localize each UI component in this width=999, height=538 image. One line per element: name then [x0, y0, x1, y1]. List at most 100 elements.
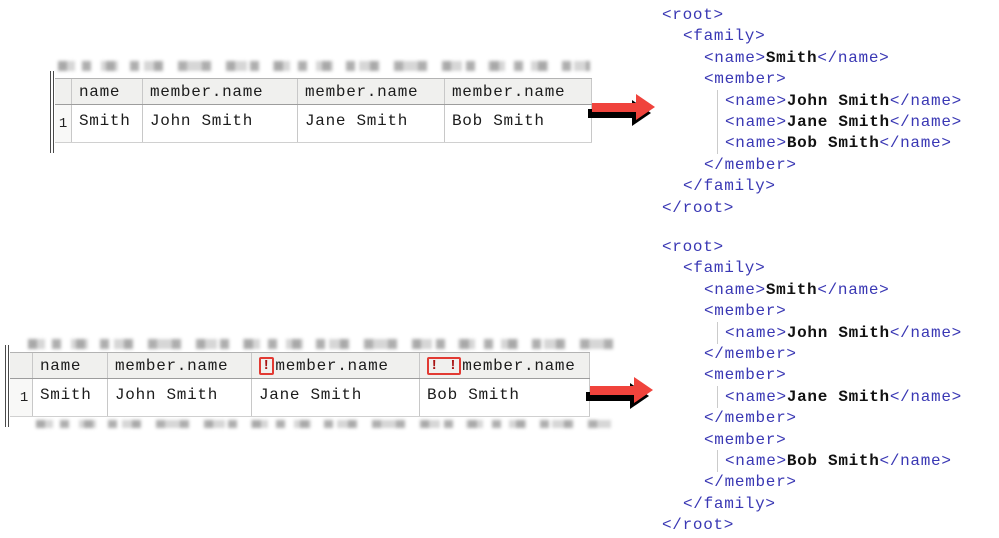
indent-guide-line: [717, 132, 718, 155]
xml-tag: </family>: [683, 177, 776, 196]
arrow-head: [634, 377, 653, 403]
xml-text-value: Bob Smith: [786, 451, 880, 470]
xml-line: </member>: [662, 408, 962, 429]
table-cell[interactable]: John Smith: [143, 105, 298, 142]
table-cell[interactable]: Bob Smith: [445, 105, 592, 142]
xml-tag: </member>: [704, 409, 797, 428]
xml-text-value: John Smith: [786, 91, 890, 110]
column-header-label: member.name: [305, 82, 419, 101]
xml-tag: <family>: [683, 27, 766, 46]
xml-tag: <root>: [662, 238, 724, 256]
column-header[interactable]: member.name: [108, 353, 252, 378]
redacted-band: [36, 420, 611, 428]
table-cell[interactable]: Smith: [33, 379, 108, 416]
xml-tag: </name>: [889, 323, 962, 342]
indent-guide-line: [717, 321, 718, 344]
arrow-head: [636, 94, 655, 120]
xml-line: </member>: [662, 344, 962, 365]
xml-tag: </member>: [704, 344, 797, 363]
table-cell[interactable]: Jane Smith: [252, 379, 420, 416]
xml-line: </family>: [662, 176, 962, 197]
row-gutter-edge-line: [8, 345, 9, 427]
column-header-label: name: [40, 356, 82, 375]
column-header-label: name: [79, 82, 121, 101]
xml-line: <family>: [662, 258, 962, 279]
column-header[interactable]: name: [72, 79, 143, 104]
row-number: 1: [55, 105, 72, 142]
row-gutter-edge-line: [50, 71, 51, 153]
xml-tag: <name>: [725, 91, 787, 110]
column-header[interactable]: name: [33, 353, 108, 378]
right-arrow-icon: [589, 377, 653, 403]
column-header-label: member.name: [452, 82, 566, 101]
column-header-label: member.name: [150, 82, 264, 101]
table-cell[interactable]: John Smith: [108, 379, 252, 416]
column-header[interactable]: member.name: [143, 79, 298, 104]
xml-line: <member>: [662, 430, 962, 451]
exclamation-marker: !: [259, 356, 275, 375]
table-cell[interactable]: Bob Smith: [420, 379, 590, 416]
xml-tag: </name>: [817, 48, 890, 67]
xml-line: </member>: [662, 472, 962, 493]
xml-tag: </name>: [889, 112, 962, 131]
xml-tag: <name>: [725, 112, 787, 131]
column-header[interactable]: ! !member.name: [420, 353, 590, 378]
xml-tag: <name>: [725, 323, 787, 342]
xml-tag: </name>: [817, 280, 890, 299]
xml-text-value: Jane Smith: [786, 112, 890, 131]
xml-text-value: Jane Smith: [786, 387, 890, 406]
xml-text-value: Smith: [765, 280, 818, 299]
xml-output-separate: <root><family><name>Smith</name><member>…: [662, 237, 962, 536]
xml-tag: </name>: [889, 91, 962, 110]
xml-line: <member>: [662, 69, 962, 90]
row-number: 1: [10, 379, 33, 416]
xml-tag: <family>: [683, 259, 766, 278]
xml-output-merged: <root><family><name>Smith</name><member>…: [662, 5, 962, 219]
column-header-label: member.name: [462, 356, 576, 375]
arrow-shaft: [592, 103, 637, 112]
xml-tag: </name>: [879, 451, 952, 470]
xml-tag: <member>: [704, 70, 787, 89]
xml-line: <name>John Smith</name>: [662, 89, 962, 112]
indent-guide-line: [717, 110, 718, 133]
row-gutter-edge-line: [5, 345, 6, 427]
xml-tag: <member>: [704, 366, 787, 385]
row-gutter-edge-line: [53, 71, 54, 153]
indent-guide-line: [717, 89, 718, 112]
xml-line: <name>Bob Smith</name>: [662, 449, 962, 472]
xml-line: <root>: [662, 5, 962, 26]
xml-line: </family>: [662, 494, 962, 515]
exclamation-marker: ! !: [427, 356, 462, 375]
xml-tag: <name>: [704, 280, 766, 299]
xml-line: <name>Jane Smith</name>: [662, 110, 962, 133]
table-cell[interactable]: Smith: [72, 105, 143, 142]
column-header[interactable]: !member.name: [252, 353, 420, 378]
xml-text-value: John Smith: [786, 323, 890, 342]
redacted-band: [28, 339, 618, 349]
xml-tag: </root>: [662, 198, 735, 217]
right-arrow-icon: [591, 94, 655, 120]
column-header[interactable]: member.name: [445, 79, 592, 104]
xml-tag: <member>: [704, 430, 787, 449]
corner-cell: [10, 353, 33, 378]
xml-tag: </family>: [683, 494, 776, 513]
xml-line: <family>: [662, 26, 962, 47]
xml-line: <root>: [662, 237, 962, 258]
xml-line: </root>: [662, 198, 962, 219]
xml-line: <name>Bob Smith</name>: [662, 132, 962, 155]
column-header-label: member.name: [115, 356, 229, 375]
xml-tag: <member>: [704, 302, 787, 321]
table-cell[interactable]: Jane Smith: [298, 105, 445, 142]
xml-line: <name>John Smith</name>: [662, 321, 962, 344]
corner-cell: [55, 79, 72, 104]
xml-tag: </name>: [879, 134, 952, 153]
indent-guide-line: [717, 449, 718, 472]
column-header[interactable]: member.name: [298, 79, 445, 104]
xml-line: <name>Smith</name>: [662, 280, 962, 301]
column-header-label: member.name: [275, 356, 389, 375]
